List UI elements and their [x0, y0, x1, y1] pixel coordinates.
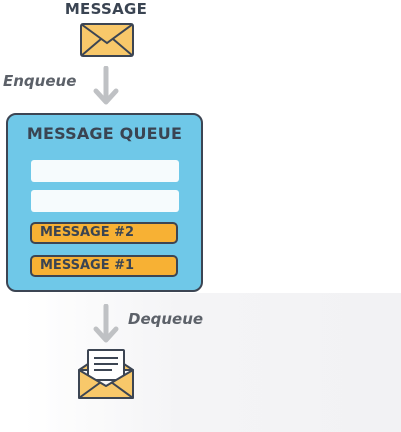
queued-message-1: MESSAGE #1 [30, 255, 178, 277]
message-label: MESSAGE [64, 0, 148, 18]
down-arrow-icon [93, 304, 119, 343]
open-envelope-icon [78, 349, 134, 399]
dequeue-label: Dequeue [128, 310, 204, 328]
background-region [0, 293, 401, 432]
queue-title: MESSAGE QUEUE [26, 124, 183, 143]
queued-message-2: MESSAGE #2 [30, 222, 178, 244]
empty-slot [31, 160, 179, 182]
down-arrow-icon [93, 66, 119, 105]
envelope-icon [80, 23, 134, 57]
empty-slot [31, 190, 179, 212]
enqueue-label: Enqueue [3, 72, 77, 90]
